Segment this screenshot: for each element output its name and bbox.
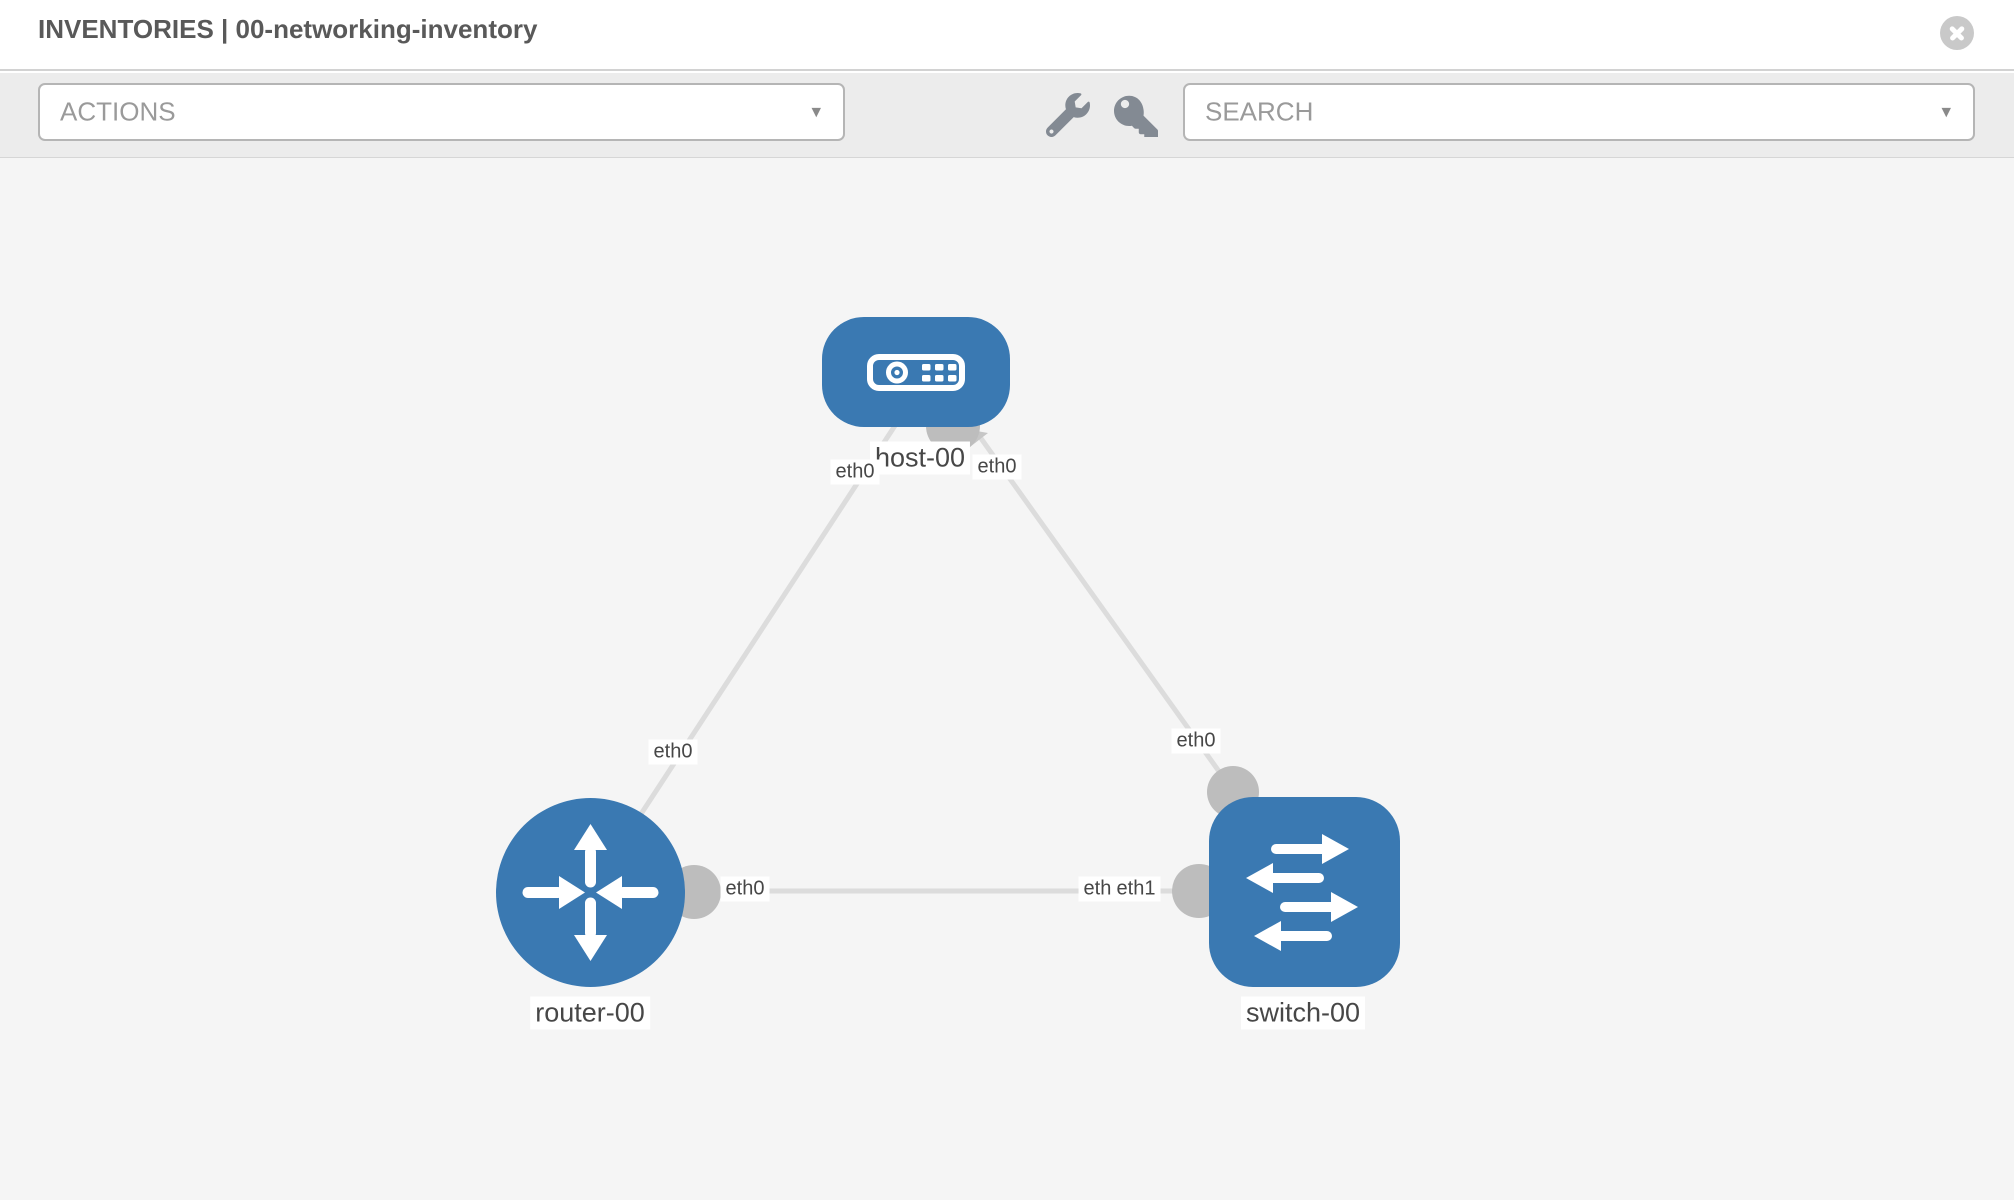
interface-label-router-eth0-uplink: eth0 (648, 739, 698, 765)
wrench-icon[interactable] (1046, 93, 1090, 137)
topology-canvas[interactable]: host-00 router-00 switch-00 eth0 eth0 et… (0, 158, 2014, 1200)
topology-links-layer (587, 393, 1259, 919)
node-label-switch-00: switch-00 (1240, 996, 1366, 1030)
actions-dropdown[interactable]: ACTIONS ▾ (38, 83, 845, 141)
page-title: INVENTORIES | 00-networking-inventory (38, 14, 538, 44)
interface-label-host-eth0-right: eth0 (972, 454, 1022, 480)
interface-label-switch-eth0-uplink: eth0 (1171, 728, 1221, 754)
node-switch-00[interactable] (1209, 797, 1400, 987)
router-icon (522, 824, 659, 961)
node-host-00[interactable] (822, 317, 1010, 427)
node-label-host-00: host-00 (869, 441, 971, 475)
key-icon[interactable] (1114, 93, 1158, 137)
node-label-router-00: router-00 (530, 996, 650, 1030)
search-dropdown[interactable]: SEARCH ▾ (1183, 83, 1975, 141)
switch-icon (1246, 834, 1358, 951)
chevron-down-icon: ▾ (1941, 101, 1951, 123)
chevron-down-icon: ▾ (811, 101, 821, 123)
header: INVENTORIES | 00-networking-inventory (0, 0, 2014, 71)
node-router-00[interactable] (496, 798, 685, 987)
host-icon (867, 354, 965, 391)
toolbar: ACTIONS ▾ SEARCH ▾ (0, 73, 2014, 158)
interface-label-switch-eth1: eth1 (1111, 876, 1161, 902)
interface-label-host-eth0-left: eth0 (830, 459, 880, 485)
interface-label-router-eth0: eth0 (720, 876, 770, 902)
search-dropdown-label: SEARCH (1205, 96, 1314, 127)
close-icon[interactable] (1940, 16, 1974, 50)
actions-dropdown-label: ACTIONS (60, 96, 176, 127)
